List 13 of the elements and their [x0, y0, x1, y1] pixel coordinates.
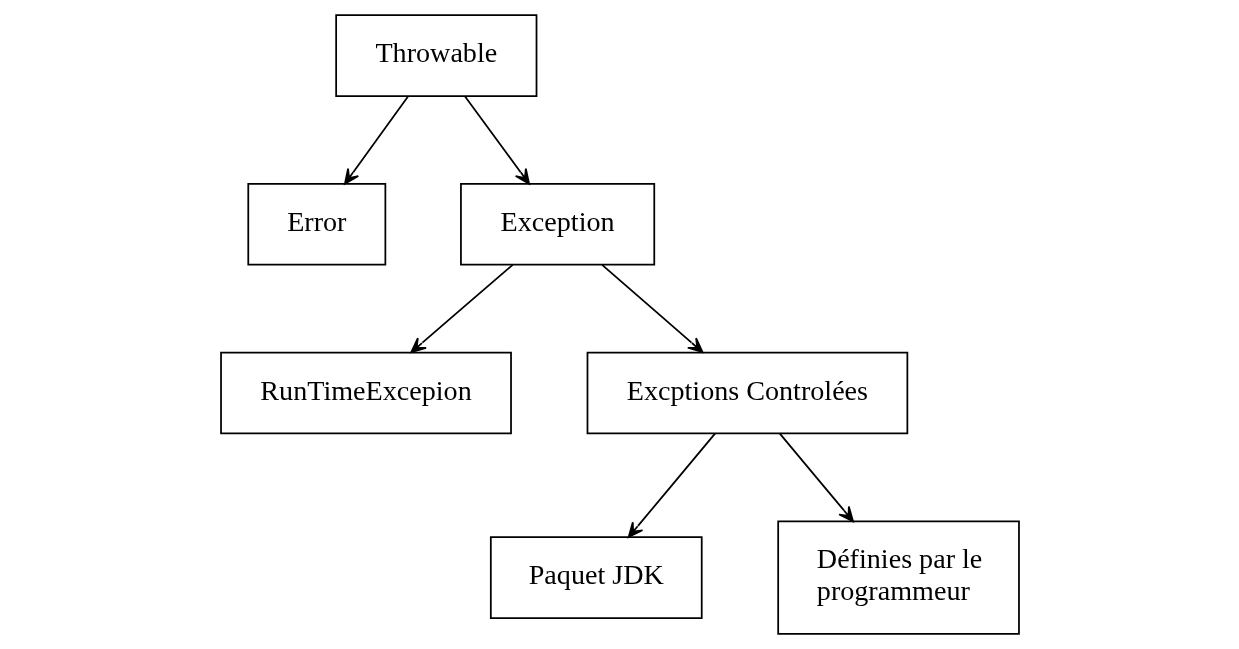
node-box: Paquet JDK — [489, 536, 703, 619]
arrow — [409, 263, 514, 354]
node-box: Excptions Controlées — [586, 351, 908, 435]
arrow — [343, 95, 409, 185]
node-box: Exception — [459, 183, 655, 266]
node-box: Throwable — [334, 14, 537, 97]
arrow — [778, 432, 854, 523]
node-box: RunTimeExcepion — [219, 351, 512, 435]
node-box: Error — [246, 183, 386, 266]
arrow — [463, 95, 530, 185]
arrow — [600, 263, 703, 354]
arrow — [627, 432, 716, 538]
node-box: Définies par le programmeur — [776, 520, 1020, 635]
